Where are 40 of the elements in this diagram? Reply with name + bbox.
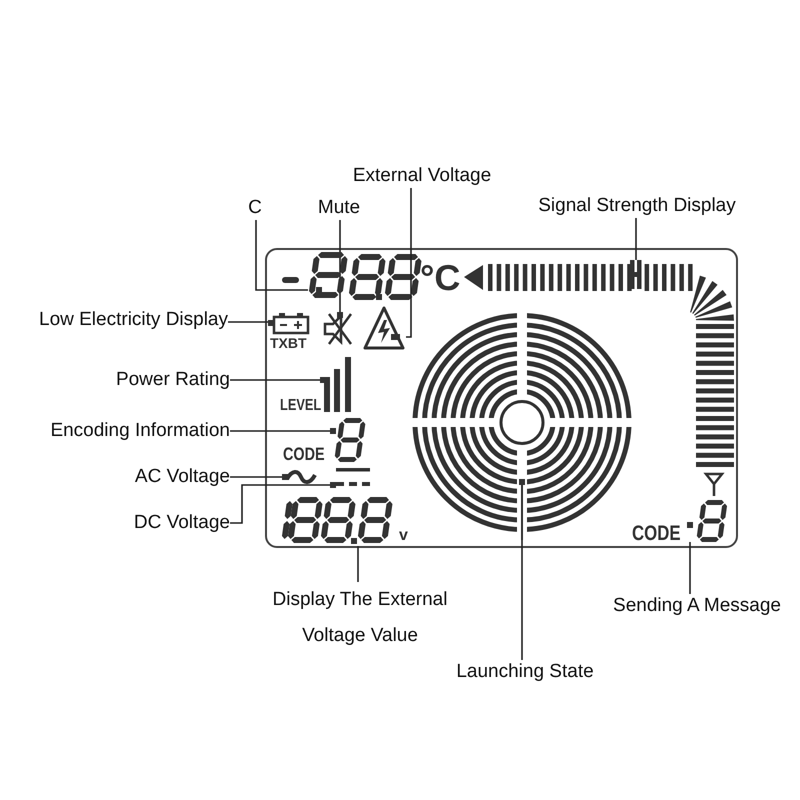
leader-line (230, 484, 330, 524)
callout-label: Encoding Information (50, 419, 230, 443)
leader-line (255, 220, 308, 291)
code-label: CODE (632, 523, 681, 544)
lcd-panel (265, 248, 738, 548)
ac-wave-icon (282, 470, 316, 484)
leader-line (357, 546, 359, 582)
high-voltage-warning-icon (364, 306, 406, 350)
lcd-digit (686, 500, 726, 542)
callout-label: Mute (318, 196, 360, 220)
callout-label: AC Voltage (134, 465, 230, 489)
callout-label: External Voltage (352, 164, 492, 188)
callout-label: Signal Strength Display (538, 194, 736, 218)
leader-line (230, 379, 320, 381)
code-label: CODE (283, 445, 325, 463)
battery-label: TXBT (270, 336, 307, 350)
leader-line (689, 542, 691, 594)
leader-line (635, 218, 637, 260)
callout-label: Power Rating (116, 368, 230, 392)
leader-line (339, 220, 341, 312)
lcd-digit (330, 418, 364, 462)
callout-label: C (248, 196, 262, 220)
leader-line (230, 430, 330, 432)
unit-label: v (399, 528, 408, 544)
unit-label: °C (420, 260, 460, 296)
battery-icon (268, 312, 310, 334)
callout-label: Launching State (456, 660, 594, 684)
signal-bar-segment (630, 260, 642, 290)
dc-symbol-icon (330, 466, 372, 491)
callout-label: DC Voltage (134, 511, 230, 535)
leader-line (406, 188, 412, 338)
leader-line (228, 321, 268, 323)
leader-line (521, 540, 523, 660)
level-label: LEVEL (280, 398, 322, 414)
callout-label: Low Electricity Display (39, 308, 228, 332)
callout-label: Display The External Voltage Value (245, 582, 475, 654)
lcd-digit (308, 252, 346, 298)
mute-icon (323, 312, 353, 346)
leader-line (230, 476, 282, 478)
callout-label: Sending A Message (613, 594, 781, 618)
